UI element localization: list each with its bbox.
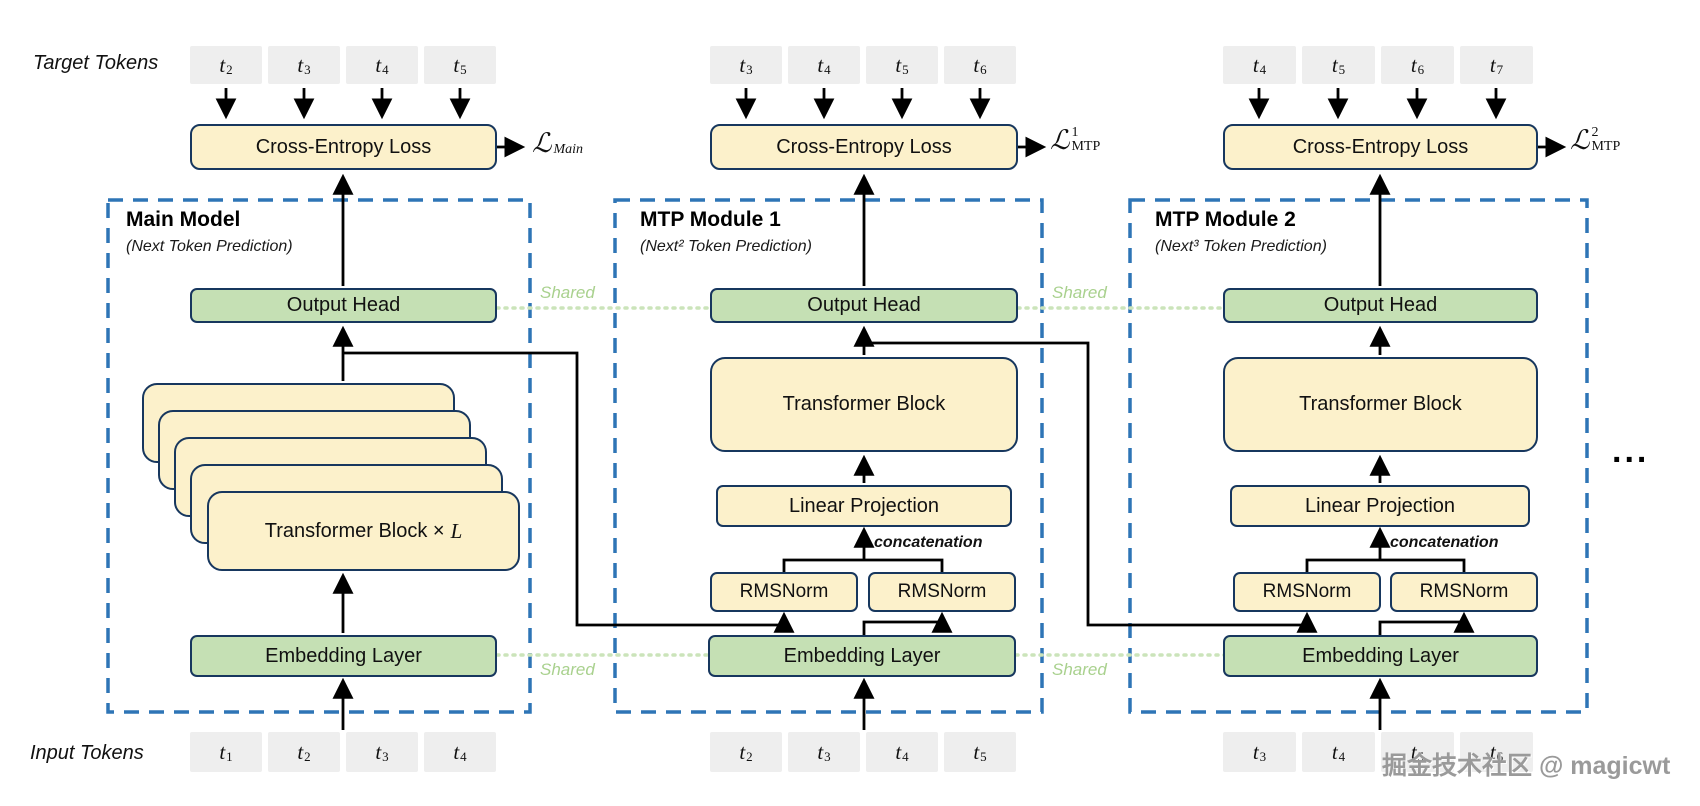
module-title-main: Main Model [126,208,241,231]
arrows-mtp2 [1248,88,1567,730]
embedding-layer-main: Embedding Layer [190,635,497,677]
transformer-block-mtp2: Transformer Block [1223,357,1538,452]
rmsnorm-right-mtp1: RMSNorm [868,572,1016,612]
embedding-to-rmsnorm-mtp2 [1378,611,1475,635]
embedding-to-rmsnorm-mtp1 [862,611,953,635]
loss-sup-mtp1: 1 [1071,125,1079,140]
layer-count-variable: L [450,518,463,543]
loss-label-mtp2: ℒ 2 MTP [1570,126,1620,154]
watermark: 掘金技术社区 @ magicwt [1382,752,1671,780]
module-boundary-mtp2 [1128,198,1589,714]
input-tokens-label: Input Tokens [30,742,144,764]
loss-sup-mtp2: 2 [1591,125,1599,140]
main-to-mtp1-hidden-link [343,351,795,633]
output-head-main: Output Head [190,288,497,323]
arrows-main [215,88,795,730]
loss-script-main: ℒ [532,127,552,159]
cross-entropy-box-mtp1: Cross-Entropy Loss [710,124,1018,170]
cross-entropy-box-main: Cross-Entropy Loss [190,124,497,170]
cross-entropy-label-main: Cross-Entropy Loss [255,135,432,158]
embedding-layer-mtp1: Embedding Layer [708,635,1016,677]
target-tokens-label: Target Tokens [33,52,159,74]
shared-label-embedding-2: Shared [1052,660,1107,679]
concatenation-label-mtp2: concatenation [1390,534,1499,551]
shared-label-output-2: Shared [1052,283,1107,302]
concatenation-label-mtp1: concatenation [874,534,983,551]
module-subtitle-mtp2: (Next³ Token Prediction) [1155,238,1327,255]
loss-sub-mtp2: MTP [1591,139,1621,154]
shared-dotted-links [495,306,1227,657]
more-modules-ellipsis: ... [1612,432,1650,470]
module-title-mtp2: MTP Module 2 [1155,208,1296,231]
cross-entropy-label-mtp1: Cross-Entropy Loss [776,135,952,158]
loss-sub-mtp1: MTP [1071,139,1101,154]
output-head-mtp1: Output Head [710,288,1018,323]
shared-label-output-1: Shared [540,283,595,302]
loss-sup-main [553,129,583,143]
rmsnorm-left-mtp1: RMSNorm [710,572,858,612]
loss-sub-main: Main [553,142,584,157]
module-boundary-mtp1 [613,198,1044,714]
cross-entropy-label-mtp2: Cross-Entropy Loss [1292,135,1469,158]
transformer-block-mtp1: Transformer Block [710,357,1018,452]
module-boundary-main [106,198,532,714]
module-subtitle-mtp1: (Next² Token Prediction) [640,238,812,255]
embedding-layer-mtp2: Embedding Layer [1223,635,1538,677]
concat-bracket-mtp1 [782,558,944,572]
arrows-mtp1 [735,88,1318,730]
loss-script-mtp1: ℒ [1050,124,1070,156]
module-subtitle-main: (Next Token Prediction) [126,238,293,255]
loss-script-mtp2: ℒ [1570,124,1590,156]
loss-label-main: ℒ Main [532,129,583,157]
module-boundaries [106,198,1589,714]
rmsnorm-left-mtp2: RMSNorm [1233,572,1381,612]
module-title-mtp1: MTP Module 1 [640,208,781,231]
transformer-block-main: Transformer Block × L [207,491,520,571]
cross-entropy-box-mtp2: Cross-Entropy Loss [1223,124,1538,170]
shared-label-embedding-1: Shared [540,660,595,679]
output-head-mtp2: Output Head [1223,288,1538,323]
loss-label-mtp1: ℒ 1 MTP [1050,126,1100,154]
mtp1-to-mtp2-hidden-link [864,341,1318,633]
linear-projection-mtp1: Linear Projection [716,485,1012,527]
concat-bracket-mtp2 [1305,558,1466,572]
linear-projection-mtp2: Linear Projection [1230,485,1530,527]
rmsnorm-right-mtp2: RMSNorm [1390,572,1538,612]
